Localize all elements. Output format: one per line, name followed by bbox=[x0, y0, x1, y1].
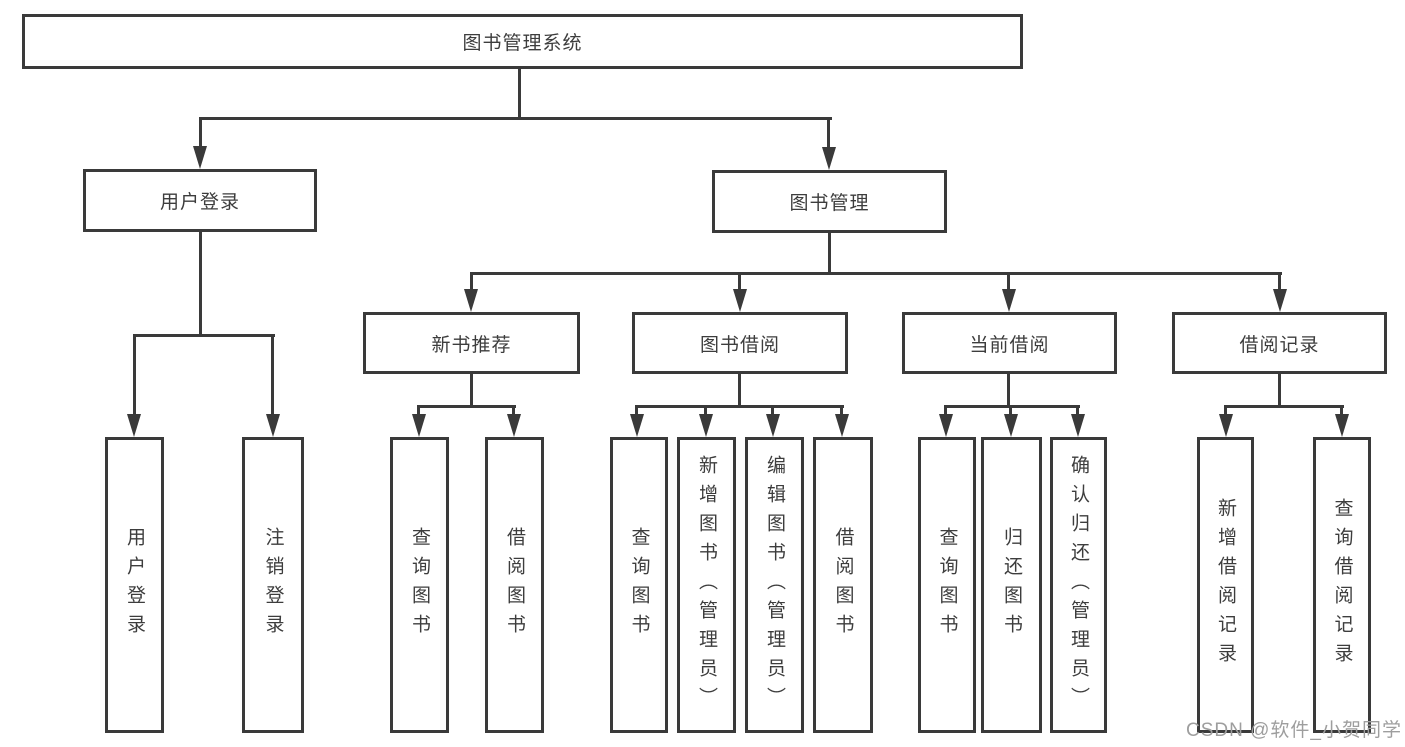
node-borrowing-records: 借阅记录 bbox=[1172, 312, 1387, 374]
connector-line bbox=[271, 334, 274, 417]
node-current-borrowing: 当前借阅 bbox=[902, 312, 1117, 374]
arrow-down-icon bbox=[412, 414, 426, 437]
node-edit-books-admin: 编辑图书（管理员） bbox=[745, 437, 804, 733]
connector-line bbox=[1076, 405, 1079, 417]
connector-line bbox=[1224, 405, 1227, 417]
connector-line bbox=[635, 405, 844, 408]
node-label: 归还图书 bbox=[1001, 527, 1022, 643]
connector-line bbox=[1007, 272, 1010, 292]
connector-line bbox=[635, 405, 638, 417]
node-add-books-admin: 新增图书（管理员） bbox=[677, 437, 736, 733]
arrow-down-icon bbox=[1335, 414, 1349, 437]
connector-line bbox=[199, 230, 202, 337]
node-label: 借阅图书 bbox=[832, 527, 854, 643]
connector-line bbox=[133, 334, 136, 417]
node-label: 编辑图书（管理员） bbox=[764, 454, 785, 716]
node-label: 图书借阅 bbox=[699, 334, 780, 356]
arrow-down-icon bbox=[835, 414, 849, 437]
connector-line bbox=[738, 272, 741, 292]
arrow-down-icon bbox=[733, 289, 747, 312]
node-label: 注销登录 bbox=[262, 527, 284, 643]
node-label: 新增借阅记录 bbox=[1215, 498, 1236, 672]
csdn-watermark: CSDN @软件_小贺同学 bbox=[1186, 720, 1402, 741]
node-book-management: 图书管理 bbox=[712, 170, 947, 233]
arrow-down-icon bbox=[507, 414, 521, 437]
node-confirm-return-admin: 确认归还（管理员） bbox=[1050, 437, 1107, 733]
node-return-books: 归还图书 bbox=[981, 437, 1042, 733]
connector-line bbox=[133, 334, 275, 337]
node-logout-action: 注销登录 bbox=[242, 437, 304, 733]
arrow-down-icon bbox=[266, 414, 280, 437]
node-label: 用户登录 bbox=[159, 192, 240, 213]
connector-line bbox=[828, 231, 831, 275]
connector-line bbox=[199, 117, 832, 120]
node-query-borrow-record: 查询借阅记录 bbox=[1313, 437, 1371, 733]
arrow-down-icon bbox=[464, 289, 478, 312]
connector-line bbox=[944, 405, 947, 417]
arrow-down-icon bbox=[193, 146, 207, 169]
node-label: 当前借阅 bbox=[969, 334, 1050, 356]
connector-line bbox=[704, 405, 707, 417]
node-borrow-books-action: 借阅图书 bbox=[813, 437, 873, 733]
node-label: 借阅图书 bbox=[504, 527, 525, 643]
node-label: 查询借阅记录 bbox=[1331, 498, 1353, 672]
connector-line bbox=[470, 272, 1282, 275]
node-label: 确认归还（管理员） bbox=[1068, 454, 1089, 716]
arrow-down-icon bbox=[1219, 414, 1233, 437]
connector-line bbox=[470, 272, 473, 292]
arrow-down-icon bbox=[1071, 414, 1085, 437]
connector-line bbox=[1009, 405, 1012, 417]
connector-line bbox=[1224, 405, 1344, 408]
node-label: 图书管理系统 bbox=[462, 33, 583, 54]
connector-line bbox=[1278, 272, 1281, 292]
connector-line bbox=[470, 372, 473, 407]
node-user-login: 用户登录 bbox=[83, 169, 317, 232]
node-label: 查询图书 bbox=[936, 527, 958, 643]
arrow-down-icon bbox=[1002, 289, 1016, 312]
node-new-book-recommendation: 新书推荐 bbox=[363, 312, 580, 374]
connector-line bbox=[417, 405, 420, 417]
node-label: 借阅记录 bbox=[1239, 334, 1320, 356]
node-book-borrowing: 图书借阅 bbox=[632, 312, 848, 374]
node-label: 查询图书 bbox=[409, 527, 430, 643]
node-label: 用户登录 bbox=[124, 527, 145, 643]
connector-line bbox=[738, 372, 741, 407]
connector-line bbox=[771, 405, 774, 417]
arrow-down-icon bbox=[1004, 414, 1018, 437]
connector-line bbox=[512, 405, 515, 417]
connector-line bbox=[1278, 372, 1281, 407]
connector-line bbox=[827, 117, 830, 150]
node-label: 新书推荐 bbox=[431, 334, 512, 356]
node-user-login-action: 用户登录 bbox=[105, 437, 164, 733]
connector-line bbox=[518, 67, 521, 119]
connector-line bbox=[417, 405, 516, 408]
connector-line bbox=[1340, 405, 1343, 417]
arrow-down-icon bbox=[766, 414, 780, 437]
arrow-down-icon bbox=[939, 414, 953, 437]
node-label: 新增图书（管理员） bbox=[696, 454, 717, 716]
node-label: 查询图书 bbox=[628, 527, 650, 643]
arrow-down-icon bbox=[822, 147, 836, 170]
connector-line bbox=[1007, 372, 1010, 407]
node-library-system: 图书管理系统 bbox=[22, 14, 1023, 69]
connector-line bbox=[840, 405, 843, 417]
arrow-down-icon bbox=[1273, 289, 1287, 312]
node-borrow-books-recommend: 借阅图书 bbox=[485, 437, 544, 733]
node-query-books-current: 查询图书 bbox=[918, 437, 976, 733]
node-add-borrow-record: 新增借阅记录 bbox=[1197, 437, 1254, 733]
arrow-down-icon bbox=[630, 414, 644, 437]
connector-line bbox=[199, 117, 202, 149]
node-label: 图书管理 bbox=[789, 193, 870, 214]
arrow-down-icon bbox=[127, 414, 141, 437]
connector-line bbox=[944, 405, 1080, 408]
node-query-books-recommend: 查询图书 bbox=[390, 437, 449, 733]
node-query-books-borrowing: 查询图书 bbox=[610, 437, 668, 733]
arrow-down-icon bbox=[699, 414, 713, 437]
